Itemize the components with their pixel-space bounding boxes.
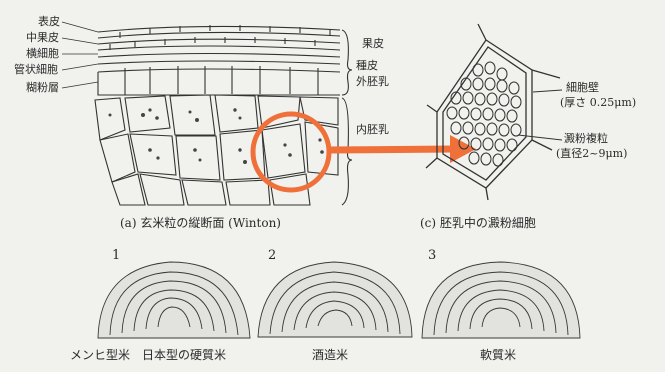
caption-panel-c: (c) 胚乳中の澱粉細胞 — [420, 214, 536, 231]
grain-2-drawing — [258, 262, 412, 337]
label-tube-cells: 管状細胞 — [14, 64, 58, 76]
label-perisperm: 外胚乳 — [356, 76, 389, 88]
grain-1-number: 1 — [112, 248, 120, 263]
label-endosperm: 内胚乳 — [356, 124, 389, 136]
label-pericarp: 果皮 — [362, 38, 384, 50]
grain-1-drawing — [98, 262, 250, 338]
caption-panel-a: (a) 玄米粒の縦断面 (Winton) — [120, 214, 281, 231]
highlight-arrow — [329, 149, 455, 150]
label-cross-cells: 横細胞 — [26, 48, 59, 60]
grain-3-number: 3 — [428, 248, 436, 263]
grain-2-caption: 酒造米 — [312, 346, 348, 363]
label-epidermis: 表皮 — [38, 16, 60, 28]
label-mesocarp: 中果皮 — [26, 32, 59, 44]
label-cell-wall: 細胞壁 — [566, 82, 599, 94]
grain-2-number: 2 — [268, 248, 276, 263]
grain-3-drawing — [422, 262, 580, 338]
label-starch-granule-value: (直径2~9μm) — [556, 148, 627, 160]
grain-3-caption: 軟質米 — [480, 346, 516, 363]
label-aleurone: 糊粉層 — [26, 82, 59, 94]
label-cell-wall-value: (厚さ 0.25μm) — [560, 97, 636, 109]
label-seed-coat: 種皮 — [356, 60, 378, 72]
label-starch-granule: 澱粉複粒 — [564, 133, 608, 145]
grain-1-caption: メンヒ型米 日本型の硬質米 — [70, 346, 226, 363]
